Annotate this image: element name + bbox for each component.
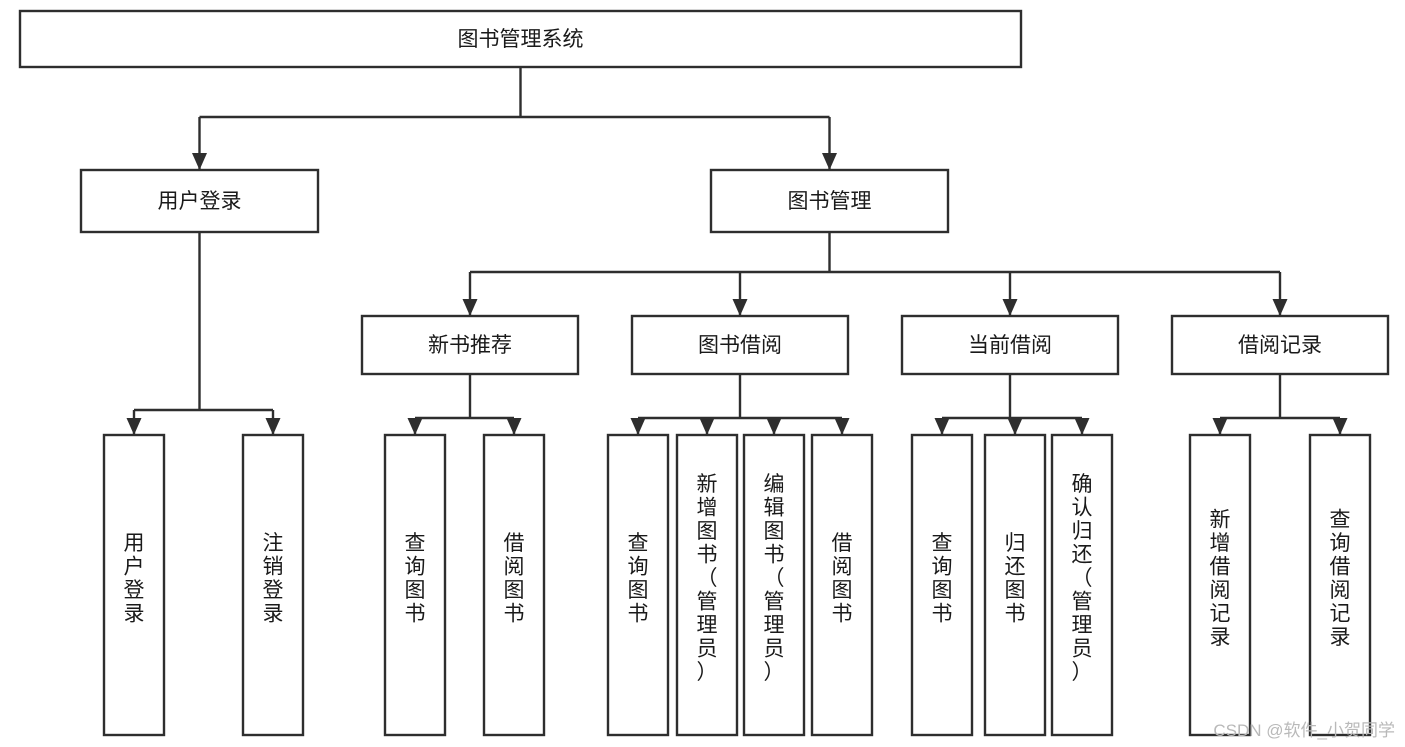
node-label: 当前借阅 [968, 334, 1052, 357]
node-level1-user-login[interactable]: 用户登录 [79, 168, 320, 234]
arrow-head-icon [192, 153, 207, 170]
node-box[interactable] [630, 314, 850, 376]
node-label: 查询图书 [932, 532, 953, 626]
node-label: 借阅记录 [1238, 334, 1322, 357]
arrow-head-icon [766, 418, 782, 435]
node-box[interactable] [241, 433, 305, 737]
node-box[interactable] [742, 433, 806, 737]
arrow-head-icon [1332, 418, 1348, 435]
arrow-head-icon [265, 418, 281, 435]
node-level2-book-borrow[interactable]: 图书借阅 [630, 314, 850, 376]
arrow-head-icon [630, 418, 646, 435]
node-label: 注销登录 [263, 532, 284, 626]
node-box[interactable] [79, 168, 320, 234]
arrow-head-icon [1002, 299, 1018, 316]
node-label: 新增图书（管理员） [697, 473, 718, 684]
nodes-layer: 图书管理系统用户登录图书管理新书推荐图书借阅当前借阅借阅记录用户登录注销登录查询… [18, 9, 1390, 737]
node-box[interactable] [675, 433, 739, 737]
node-label: 图书管理系统 [458, 28, 584, 51]
node-box[interactable] [1308, 433, 1372, 737]
node-label: 新增借阅记录 [1210, 508, 1231, 649]
node-box[interactable] [900, 314, 1120, 376]
node-label: 编辑图书（管理员） [764, 473, 785, 684]
node-leaf-leaf-edit-book[interactable]: 编辑图书（管理员） [742, 433, 806, 737]
node-box[interactable] [383, 433, 447, 737]
node-leaf-leaf-return-book[interactable]: 归还图书 [983, 433, 1047, 737]
node-box[interactable] [1170, 314, 1390, 376]
node-leaf-leaf-query-book-1[interactable]: 查询图书 [383, 433, 447, 737]
node-root[interactable]: 图书管理系统 [18, 9, 1023, 69]
node-box[interactable] [810, 433, 874, 737]
node-label: 用户登录 [158, 190, 242, 213]
node-box[interactable] [606, 433, 670, 737]
node-level2-new-book-recommend[interactable]: 新书推荐 [360, 314, 580, 376]
arrow-head-icon [699, 418, 715, 435]
node-leaf-leaf-user-logout[interactable]: 注销登录 [241, 433, 305, 737]
node-box[interactable] [102, 433, 166, 737]
node-label: 借阅图书 [504, 532, 525, 626]
node-level2-current-borrow[interactable]: 当前借阅 [900, 314, 1120, 376]
node-leaf-leaf-borrow-book-1[interactable]: 借阅图书 [482, 433, 546, 737]
node-leaf-leaf-add-book[interactable]: 新增图书（管理员） [675, 433, 739, 737]
node-box[interactable] [482, 433, 546, 737]
node-label: 查询图书 [405, 532, 426, 626]
node-box[interactable] [360, 314, 580, 376]
arrow-head-icon [1272, 299, 1288, 316]
node-leaf-leaf-query-borrow-record[interactable]: 查询借阅记录 [1308, 433, 1372, 737]
node-label: 查询图书 [628, 532, 649, 626]
node-label: 归还图书 [1005, 532, 1026, 626]
arrow-head-icon [126, 418, 142, 435]
node-box[interactable] [1188, 433, 1252, 737]
arrow-head-icon [506, 418, 522, 435]
node-label: 用户登录 [124, 532, 145, 626]
node-box[interactable] [709, 168, 950, 234]
node-box[interactable] [18, 9, 1023, 69]
node-box[interactable] [983, 433, 1047, 737]
connectors-layer [126, 67, 1348, 435]
arrow-head-icon [834, 418, 850, 435]
node-label: 图书借阅 [698, 334, 782, 357]
node-level1-book-manage[interactable]: 图书管理 [709, 168, 950, 234]
arrow-head-icon [732, 299, 748, 316]
node-box[interactable] [1050, 433, 1114, 737]
arrow-head-icon [1074, 418, 1090, 435]
node-label: 新书推荐 [428, 334, 512, 357]
node-leaf-leaf-add-borrow-record[interactable]: 新增借阅记录 [1188, 433, 1252, 737]
arrow-head-icon [407, 418, 423, 435]
node-label: 确认归还（管理员） [1072, 473, 1093, 684]
arrow-head-icon [822, 153, 837, 170]
node-level2-borrow-record[interactable]: 借阅记录 [1170, 314, 1390, 376]
arrow-head-icon [1007, 418, 1023, 435]
node-label: 图书管理 [788, 190, 872, 213]
node-leaf-leaf-user-login[interactable]: 用户登录 [102, 433, 166, 737]
node-leaf-leaf-query-book-3[interactable]: 查询图书 [910, 433, 974, 737]
node-leaf-leaf-query-book-2[interactable]: 查询图书 [606, 433, 670, 737]
arrow-head-icon [462, 299, 478, 316]
watermark-label: CSDN @软件_小贺同学 [1213, 721, 1395, 740]
node-label: 查询借阅记录 [1330, 508, 1351, 649]
node-leaf-leaf-borrow-book-2[interactable]: 借阅图书 [810, 433, 874, 737]
node-label: 借阅图书 [832, 532, 853, 626]
node-box[interactable] [910, 433, 974, 737]
node-leaf-leaf-confirm-return[interactable]: 确认归还（管理员） [1050, 433, 1114, 737]
arrow-head-icon [1212, 418, 1228, 435]
arrow-head-icon [934, 418, 950, 435]
